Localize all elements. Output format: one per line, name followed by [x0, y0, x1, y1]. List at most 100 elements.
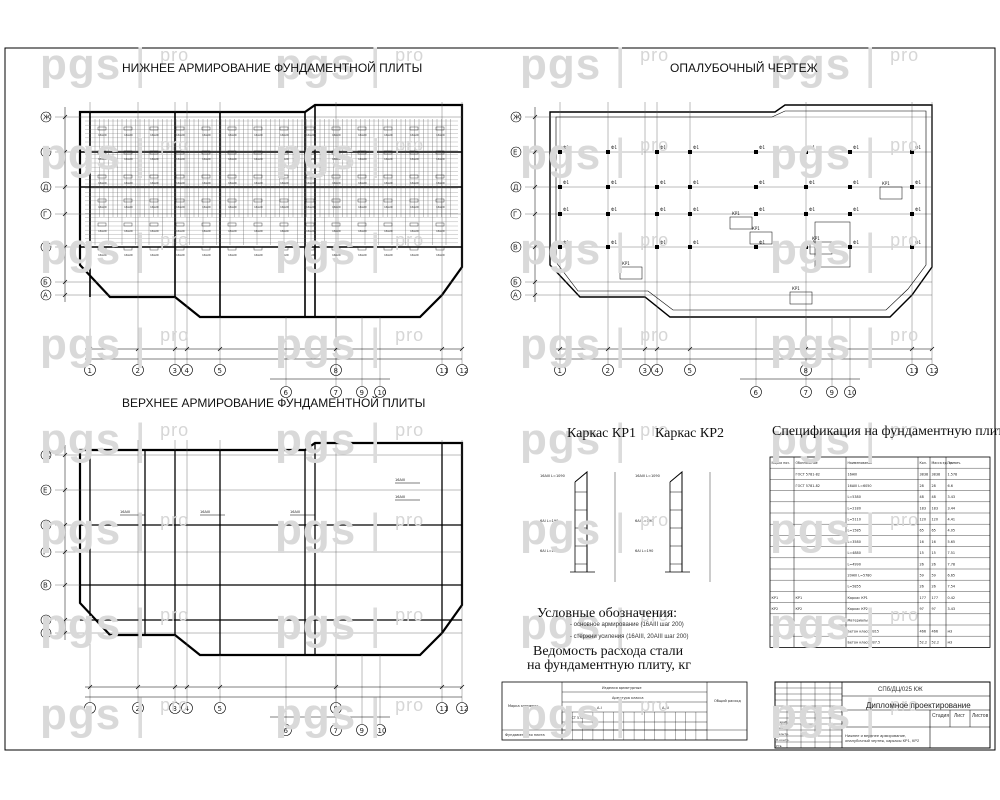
rebar-tag — [201, 126, 211, 131]
spec-cell: 59 — [932, 574, 936, 578]
column-label: Ф1 — [660, 145, 666, 150]
steel-frame — [501, 681, 748, 741]
axis-number: 3 — [173, 705, 177, 713]
axis-bubble — [40, 627, 52, 639]
axis-number: 1 — [88, 705, 92, 713]
rebar-tag — [305, 150, 315, 155]
column-mark — [558, 212, 562, 216]
opening — [619, 266, 643, 280]
axis-letter: Д — [513, 184, 519, 192]
rebar-label: 16AIII — [384, 205, 393, 209]
rebar-label: 16AIII — [306, 205, 315, 209]
slab-edge — [555, 110, 927, 311]
frame-callout: 16АIII L=1090 — [635, 474, 660, 478]
column-mark — [688, 150, 692, 154]
dim-tick — [62, 149, 68, 155]
dim-tick — [459, 684, 465, 690]
column-label: Ф1 — [693, 240, 699, 245]
frame-label: КР1 — [882, 181, 890, 186]
rebar-tag — [435, 222, 445, 227]
rebar-label: 16AIII — [228, 157, 237, 161]
rebar-label: 16AIII — [358, 133, 367, 137]
spec-cell: 97 — [920, 607, 924, 611]
column-label: Ф1 — [660, 240, 666, 245]
axis-bubble — [40, 208, 52, 220]
dim-tick — [62, 279, 68, 285]
rebar-label: 16AIII — [124, 181, 133, 185]
axis-number: 5 — [218, 367, 222, 375]
rebar-tag — [227, 198, 237, 203]
rebar-tag — [331, 150, 341, 155]
rebar-tag — [383, 174, 393, 179]
axis-letter: Г — [513, 211, 517, 219]
rebar-label: 16AIII — [306, 253, 315, 257]
column-label: Ф1 — [915, 240, 921, 245]
column-label: Ф1 — [809, 145, 815, 150]
axis-bubble — [40, 484, 52, 496]
column-label: Ф1 — [563, 207, 569, 212]
axis-bubble — [40, 241, 52, 253]
spec-cell: 466 — [932, 630, 938, 634]
rebar-tag — [357, 126, 367, 131]
dim-tick — [135, 346, 141, 352]
rebar-tag — [409, 222, 419, 227]
rebar-tag — [227, 222, 237, 227]
column-mark — [754, 150, 758, 154]
column-mark — [606, 185, 610, 189]
axis-bubble — [602, 364, 614, 376]
rebar-label: 16AIII — [98, 253, 107, 257]
column-label: Ф1 — [611, 180, 617, 185]
opening — [879, 186, 903, 200]
spec-header: Наименование — [848, 461, 873, 465]
steel-header: А-I — [597, 706, 602, 710]
spec-cell: 4.41 — [948, 518, 956, 522]
dim-tick — [439, 684, 445, 690]
axis-number: 8 — [334, 367, 338, 375]
rebar-tag — [305, 198, 315, 203]
column-label: Ф1 — [563, 180, 569, 185]
stamp-role: Пров. — [776, 726, 785, 730]
axis-bubble — [684, 364, 696, 376]
axis-bubble — [374, 386, 386, 398]
rebar-label: 16AIII — [254, 205, 263, 209]
axis-number: 11 — [440, 705, 449, 713]
spec-cell: Каркас КР2 — [848, 607, 868, 611]
spec-cell: 120 — [932, 518, 938, 522]
spec-cell: 177 — [920, 596, 926, 600]
steel-header: ГОСТ 5781-82 — [567, 716, 591, 720]
column-label: Ф1 — [759, 180, 765, 185]
rebar-tag — [279, 222, 289, 227]
rebar-tag — [435, 198, 445, 203]
column-mark — [655, 245, 659, 249]
rebar-label: 16AIII — [358, 253, 367, 257]
rebar-tag — [97, 246, 107, 251]
axis-number: 11 — [440, 367, 449, 375]
axis-number: 12 — [460, 705, 469, 713]
axis-bubble — [40, 181, 52, 193]
rebar-label: 16AIII — [176, 133, 185, 137]
spec-cell: 3.43 — [948, 495, 956, 499]
axis-letter: Б — [513, 279, 518, 287]
spec-cell: L=4990 — [848, 562, 861, 566]
steel-header: Арматура класса — [612, 696, 643, 700]
dim-tick — [62, 292, 68, 298]
axis-number: 7 — [334, 727, 338, 735]
rebar-tag — [305, 222, 315, 227]
spec-cell: 4.05 — [948, 529, 956, 533]
frame-label: КР1 — [622, 261, 630, 266]
axis-letter: Е — [43, 487, 47, 495]
dim-tick — [184, 346, 190, 352]
rebar-label: 16AIII — [176, 253, 185, 257]
rebar-label: 16AIII — [202, 229, 211, 233]
axis-letter: Ж — [43, 114, 51, 122]
rebar-label: 16AIII — [436, 205, 445, 209]
axis-letter: В — [43, 582, 48, 590]
rebar-tag — [305, 246, 315, 251]
slab-outline — [549, 104, 933, 318]
rebar-tag — [279, 246, 289, 251]
axis-letter: Ж — [43, 452, 51, 460]
spec-cell: 1.578 — [948, 473, 958, 477]
dim-tick — [172, 684, 178, 690]
column-label: Ф1 — [915, 180, 921, 185]
legend-title: Условные обозначения: — [537, 606, 678, 621]
